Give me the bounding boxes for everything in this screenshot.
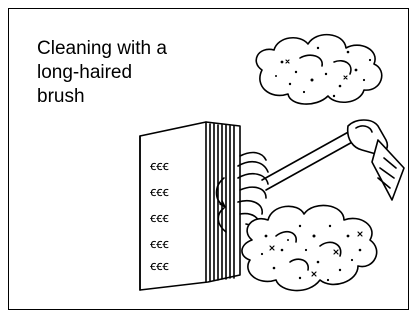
svg-text:ꞓꞓꞓ: ꞓꞓꞓ bbox=[150, 258, 169, 273]
coil-unit-icon: ꞓꞓꞓ ꞓꞓꞓ ꞓꞓꞓ ꞓꞓꞓ ꞓꞓꞓ bbox=[140, 122, 240, 290]
dust-cloud-icon bbox=[256, 35, 382, 104]
svg-text:ꞓꞓꞓ: ꞓꞓꞓ bbox=[150, 158, 169, 173]
svg-text:ꞓꞓꞓ: ꞓꞓꞓ bbox=[150, 184, 169, 199]
svg-text:ꞓꞓꞓ: ꞓꞓꞓ bbox=[150, 236, 169, 251]
dust-cloud-icon-lower bbox=[242, 205, 377, 290]
svg-text:ꞓꞓꞓ: ꞓꞓꞓ bbox=[150, 210, 169, 225]
hand-icon bbox=[348, 120, 404, 200]
